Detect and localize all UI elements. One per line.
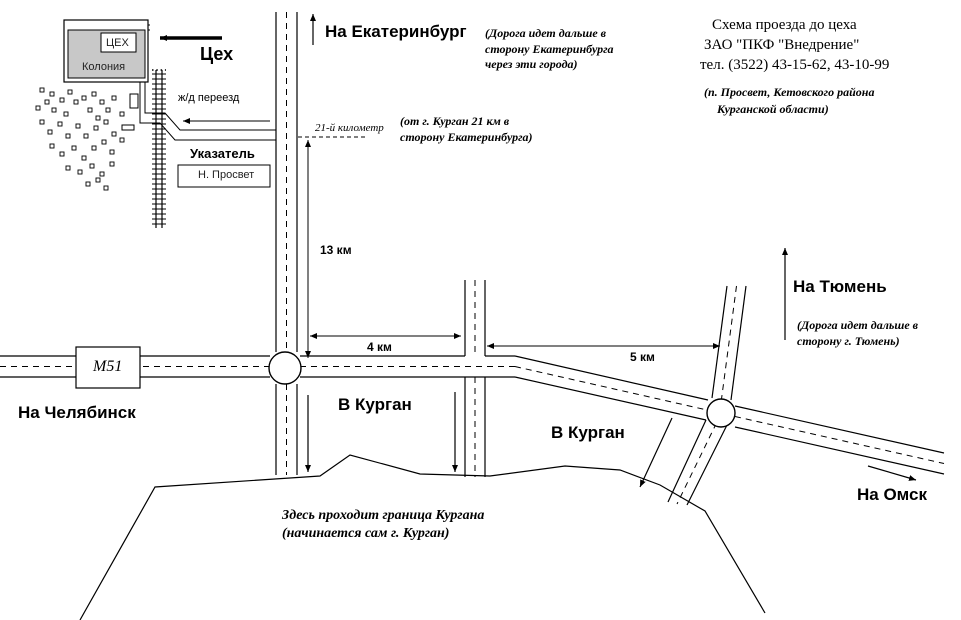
house	[83, 133, 89, 139]
label-sign-box: Н. Просвет	[198, 169, 255, 181]
shop-block	[100, 32, 137, 53]
border-line1: Здесь проходит граница Кургана	[282, 508, 485, 523]
house	[39, 87, 45, 93]
label-to-ekaterinburg: На Екатеринбург	[325, 22, 467, 41]
access-road	[139, 24, 276, 141]
house	[49, 143, 55, 149]
sign-box	[177, 164, 271, 188]
kurgan-border	[79, 454, 766, 620]
house	[87, 107, 93, 113]
house	[57, 121, 63, 127]
house	[47, 129, 53, 135]
address-line1: (п. Просвет, Кетовского района	[704, 85, 875, 99]
house	[103, 119, 109, 125]
small-building-1	[129, 93, 139, 109]
railway	[152, 69, 166, 228]
tyumen-note-line2: сторону г. Тюмень)	[797, 334, 900, 348]
house	[77, 169, 83, 175]
house	[65, 165, 71, 171]
house	[81, 155, 87, 161]
house	[99, 171, 105, 177]
house	[95, 115, 101, 121]
header-line1: Схема проезда до цеха	[712, 17, 857, 33]
house	[119, 137, 125, 143]
roundabout-2	[706, 398, 736, 428]
house	[109, 161, 115, 167]
header-line3: тел. (3522) 43-15-62, 43-10-99	[700, 57, 890, 73]
house	[59, 151, 65, 157]
village-houses	[35, 87, 125, 191]
house	[111, 131, 117, 137]
ekb-note-line2: сторону Екатеринбурга	[485, 42, 614, 56]
label-to-kurgan-2: В Курган	[551, 423, 625, 442]
house	[95, 177, 101, 183]
roundabout-1	[268, 351, 302, 385]
label-to-chelyabinsk: На Челябинск	[18, 403, 136, 422]
label-m51: М51	[93, 358, 123, 375]
header-line2: ЗАО "ПКФ "Внедрение"	[704, 37, 860, 53]
house	[73, 99, 79, 105]
house	[51, 107, 57, 113]
border-line2: (начинается сам г. Курган)	[282, 526, 450, 541]
arrow-omsk	[867, 465, 917, 481]
road-middle	[464, 280, 486, 477]
label-rail-crossing: ж/д переезд	[178, 92, 240, 104]
label-colony: Колония	[82, 61, 126, 73]
house	[89, 163, 95, 169]
road-ekaterinburg	[275, 12, 298, 475]
tyumen-note-line1: (Дорога идет дальше в	[797, 318, 919, 332]
house	[67, 89, 73, 95]
ekb-note-line1: (Дорога идет дальше в	[485, 26, 607, 40]
house	[75, 123, 81, 129]
label-to-tyumen: На Тюмень	[793, 277, 887, 296]
label-dist-5: 5 км	[630, 350, 655, 364]
label-to-kurgan-1: В Курган	[338, 395, 412, 414]
label-shop-box: ЦЕХ	[106, 37, 129, 49]
house	[91, 91, 97, 97]
house	[111, 95, 117, 101]
house	[71, 145, 77, 151]
road-tyumen	[667, 285, 747, 506]
house	[65, 133, 71, 139]
house	[105, 107, 111, 113]
label-shop: Цех	[200, 44, 234, 64]
arrow-kurgan-3	[639, 417, 673, 488]
label-dist-13: 13 км	[320, 243, 352, 257]
house	[63, 111, 69, 117]
house	[35, 105, 41, 111]
label-km21: 21-й километр	[315, 122, 384, 134]
house	[91, 145, 97, 151]
house	[101, 139, 107, 145]
km21-note-line1: (от г. Курган 21 км в	[400, 114, 510, 128]
house	[99, 99, 105, 105]
house	[103, 185, 109, 191]
house	[49, 91, 55, 97]
house	[119, 111, 125, 117]
house	[93, 125, 99, 131]
house	[109, 149, 115, 155]
house	[44, 99, 50, 105]
label-sign: Указатель	[190, 146, 255, 161]
road-m51	[0, 355, 945, 475]
house	[59, 97, 65, 103]
house	[81, 95, 87, 101]
house	[85, 181, 91, 187]
km21-note-line2: сторону Екатеринбурга)	[400, 130, 533, 144]
m51-box	[75, 346, 141, 389]
ekb-note-line3: через эти города)	[485, 57, 578, 71]
label-to-omsk: На Омск	[857, 485, 927, 504]
label-dist-4: 4 км	[367, 340, 392, 354]
address-line2: Курганской области)	[717, 102, 829, 116]
house	[39, 119, 45, 125]
small-building-2	[121, 124, 135, 131]
